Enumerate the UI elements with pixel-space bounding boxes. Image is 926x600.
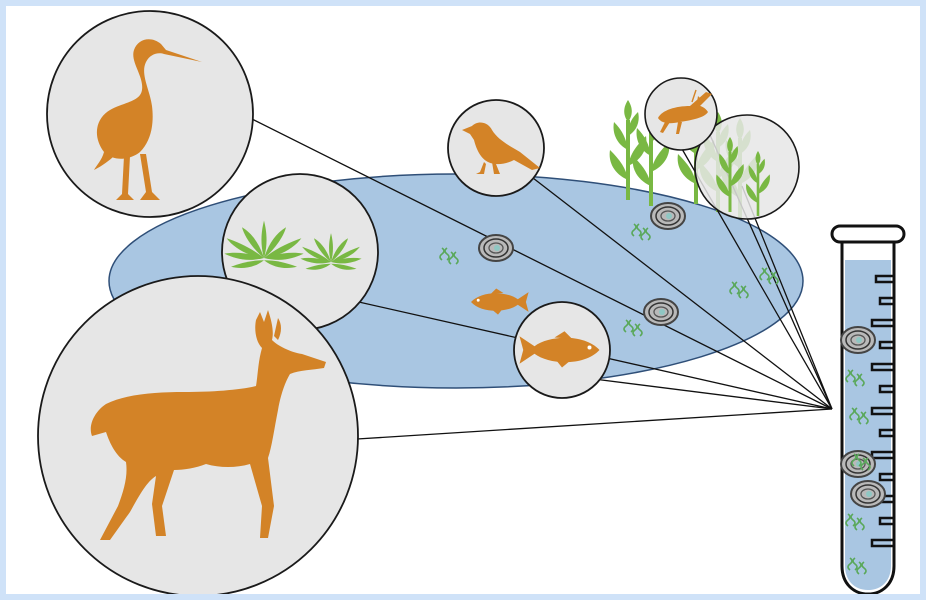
edna-diagram <box>6 6 920 594</box>
grasshopper-bubble <box>645 78 717 150</box>
fish-bubble <box>514 302 610 398</box>
edna-diagram-canvas <box>6 6 920 594</box>
bird-bubble <box>448 100 544 196</box>
heron-bubble <box>47 11 253 217</box>
deer-bubble <box>38 276 358 594</box>
test-tube-icon <box>832 226 904 594</box>
